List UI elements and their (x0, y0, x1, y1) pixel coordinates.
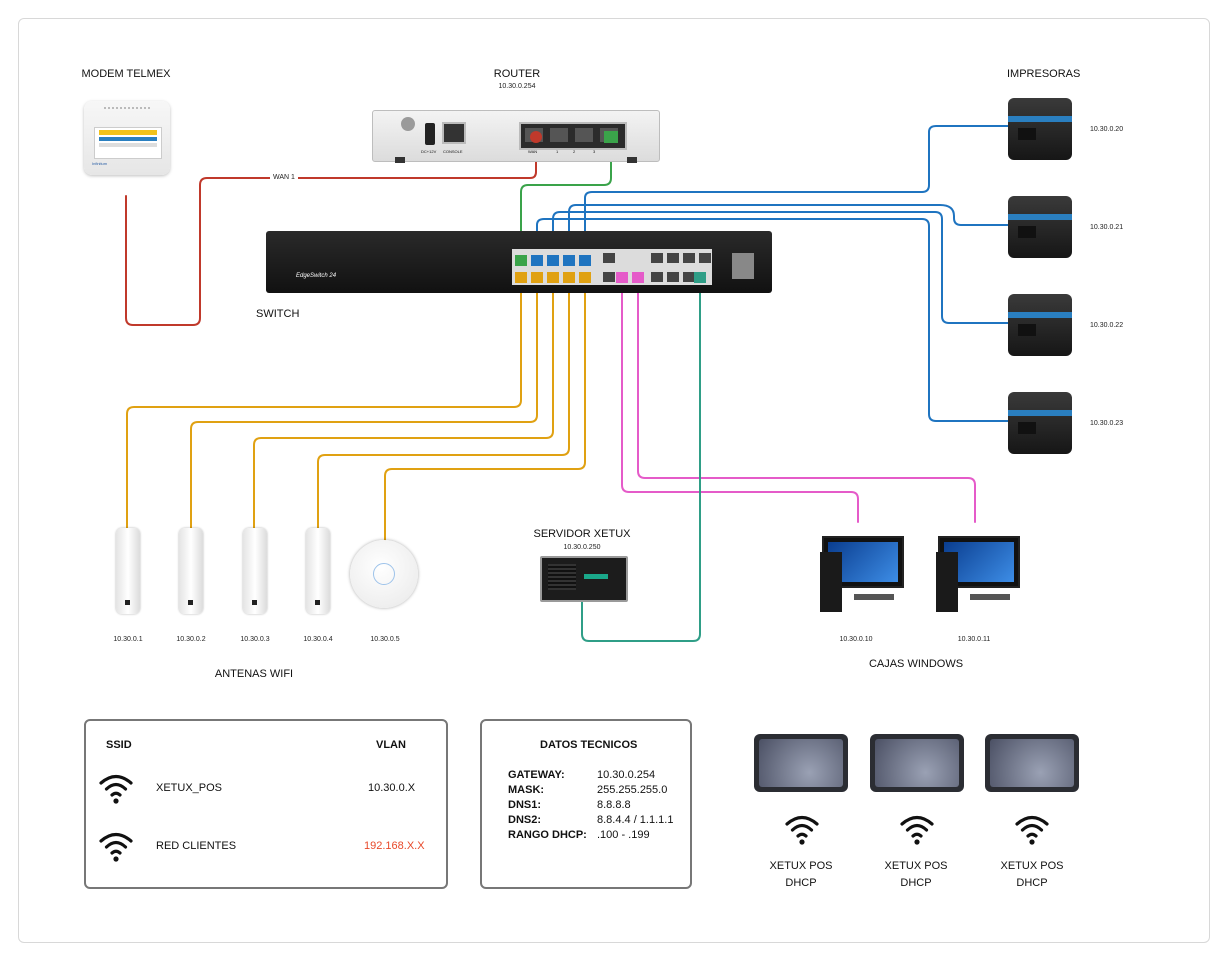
antenna-ip: 10.30.0.4 (303, 636, 333, 643)
ssid-vlan: 10.30.0.X (368, 782, 416, 794)
pc-ip: 10.30.0.10 (839, 636, 873, 643)
switch-brand: EdgeSwitch 24 (296, 273, 337, 279)
tablet-caption: XETUX POS (769, 860, 833, 872)
printer-2 (1008, 196, 1072, 258)
router-port-label: WAN (528, 149, 538, 154)
wire-antenna-1 (126, 281, 522, 529)
router-port-label: CONSOLE (443, 149, 463, 154)
tech-key: RANGO DHCP: (508, 829, 587, 841)
antenna-4 (306, 528, 330, 614)
switch-device: EdgeSwitch 24 (266, 231, 772, 293)
switch-sfp-ports (732, 253, 754, 279)
wifi-icon (99, 832, 133, 862)
tech-value: .100 - .199 (597, 829, 650, 841)
printer-4 (1008, 392, 1072, 454)
wire-pc-2 (637, 281, 976, 523)
ssid-name: RED CLIENTES (156, 840, 237, 852)
printer-ip: 10.30.0.23 (1090, 420, 1124, 427)
printer-1 (1008, 98, 1072, 160)
wifi-icon (785, 815, 819, 845)
router-power-port (425, 123, 435, 145)
router-port-label: 2 (573, 149, 576, 154)
antenna-ip: 10.30.0.5 (370, 636, 400, 643)
tablet-caption: XETUX POS (884, 860, 948, 872)
pcs-label: CAJAS WINDOWS (868, 658, 964, 670)
router-console-port (442, 122, 466, 144)
antenna-5-ceiling-ap (350, 540, 418, 608)
wan-label: WAN 1 (270, 174, 298, 181)
wire-printer-1 (584, 125, 1009, 263)
wire-server (581, 281, 701, 642)
antenna-ip: 10.30.0.1 (113, 636, 143, 643)
tech-value: 8.8.4.4 / 1.1.1.1 (597, 814, 674, 826)
router-port-label: 1 (556, 149, 559, 154)
ssid-name: XETUX_POS (156, 782, 223, 794)
wire-antenna-5 (384, 281, 586, 541)
wire-antenna-3 (253, 281, 554, 529)
router-ground-screw (401, 117, 415, 131)
tablet-1 (754, 734, 848, 792)
tablet-2 (870, 734, 964, 792)
wire-wan (125, 139, 537, 326)
antennas-label: ANTENAS WIFI (214, 668, 294, 680)
tech-data-panel: DATOS TECNICOS GATEWAY: 10.30.0.254 MASK… (480, 719, 692, 889)
wire-printer-3 (552, 211, 1009, 324)
server-device (540, 556, 628, 602)
antenna-1 (116, 528, 140, 614)
pc-ip: 10.30.0.11 (957, 636, 991, 643)
tech-key: MASK: (508, 784, 545, 796)
tablet-caption: DHCP (785, 877, 817, 889)
printer-ip: 10.30.0.20 (1090, 126, 1124, 133)
ssid-header: SSID (106, 739, 132, 751)
printer-ip: 10.30.0.21 (1090, 224, 1124, 231)
router-lan-ports (519, 122, 627, 150)
ssid-table: SSID VLAN XETUX_POS 10.30.0.X RED CLIENT… (84, 719, 448, 889)
wifi-icon (900, 815, 934, 845)
router-label: ROUTER (493, 68, 541, 80)
server-label: SERVIDOR XETUX (533, 528, 631, 540)
router-port-label: 3 (593, 149, 596, 154)
tech-title: DATOS TECNICOS (540, 739, 638, 751)
antenna-ip: 10.30.0.2 (176, 636, 206, 643)
printers-label: IMPRESORAS (1007, 68, 1081, 80)
tech-key: GATEWAY: (508, 769, 565, 781)
wire-printer-2 (568, 204, 1009, 263)
modem-label: MODEM TELMEX (81, 68, 171, 80)
tablet-caption: XETUX POS (1000, 860, 1064, 872)
tablet-3 (985, 734, 1079, 792)
switch-label: SWITCH (256, 308, 300, 320)
printer-ip: 10.30.0.22 (1090, 322, 1124, 329)
tech-value: 8.8.8.8 (597, 799, 631, 811)
ssid-vlan: 192.168.X.X (364, 840, 425, 852)
tablet-caption: DHCP (900, 877, 932, 889)
antenna-3 (243, 528, 267, 614)
router-port-label: DC+12V (421, 149, 437, 154)
wire-router-switch (520, 139, 612, 263)
antenna-ip: 10.30.0.3 (240, 636, 270, 643)
tech-key: DNS1: (508, 799, 542, 811)
tablet-caption: DHCP (1016, 877, 1048, 889)
tech-value: 10.30.0.254 (597, 769, 656, 781)
tech-key: DNS2: (508, 814, 542, 826)
wire-printer-4 (536, 218, 1009, 422)
modem-brand-logo: Infinitum (92, 161, 108, 166)
antenna-2 (179, 528, 203, 614)
server-ip: 10.30.0.250 (563, 544, 601, 551)
wire-antenna-2 (190, 281, 538, 529)
router-ip: 10.30.0.254 (498, 83, 536, 90)
modem-device: Infinitum (84, 101, 170, 175)
wifi-icon (99, 774, 133, 804)
wire-pc-1 (621, 281, 859, 523)
wire-antenna-4 (317, 281, 570, 529)
switch-port-panel (512, 249, 712, 285)
wifi-icon (1015, 815, 1049, 845)
printer-3 (1008, 294, 1072, 356)
tech-value: 255.255.255.0 (597, 784, 668, 796)
vlan-header: VLAN (376, 739, 406, 751)
router-device: DC+12V CONSOLE WAN 1 2 3 (372, 110, 660, 163)
